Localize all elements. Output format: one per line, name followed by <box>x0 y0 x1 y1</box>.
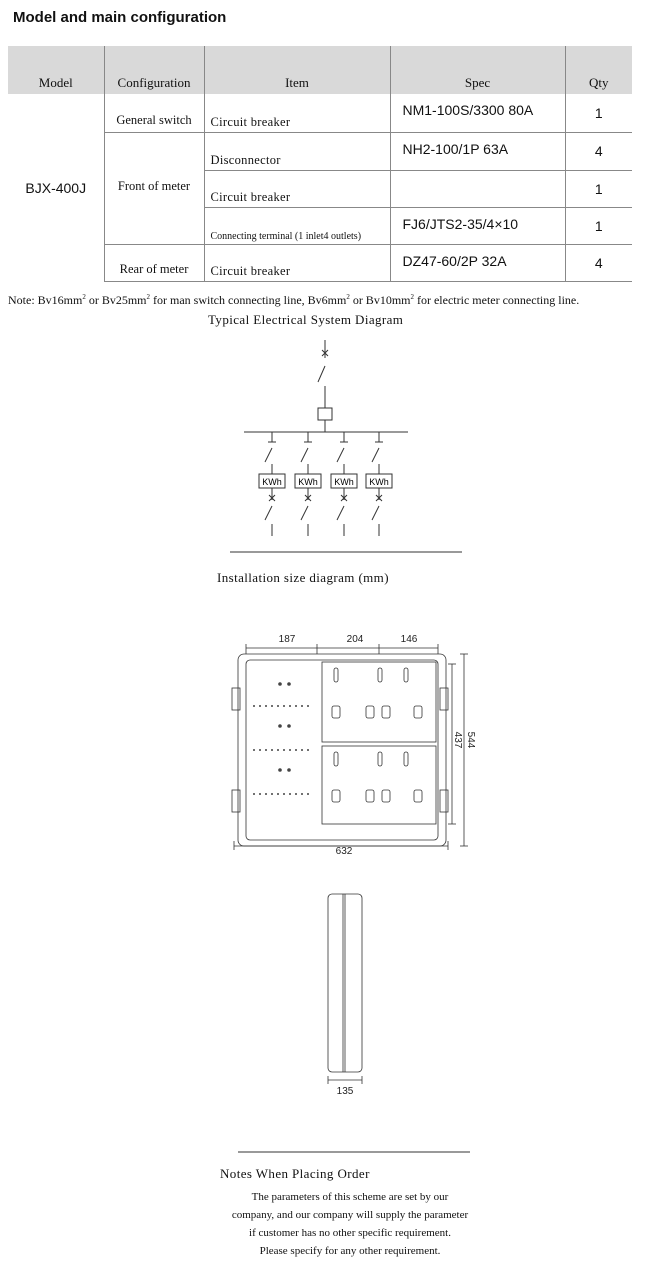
header-spec: Spec <box>390 46 566 94</box>
table-row: Front of meter Disconnector NH2-100/1P 6… <box>8 132 632 245</box>
config-cell: Front of meter <box>104 132 205 245</box>
kwh-meter-label: KWh <box>369 477 389 487</box>
installation-size-diagram: 187 204 146 632 437 544 <box>231 634 476 857</box>
spec-cell: NM1-100S/3300 80A <box>390 94 566 133</box>
kwh-meter-label: KWh <box>334 477 354 487</box>
dim-height-outer: 544 <box>465 732 476 749</box>
spec-cell: NH2-100/1P 63A <box>390 132 566 171</box>
table-row: Rear of meter Circuit breaker DZ47-60/2P… <box>8 244 632 282</box>
item-cell: Circuit breaker <box>204 170 391 208</box>
order-line: The parameters of this scheme are set by… <box>251 1191 449 1203</box>
model-cell: BJX-400J <box>8 94 105 281</box>
system-diagram-title: Typical Electrical System Diagram <box>208 312 404 327</box>
wiring-note: Note: Bv16mm2 or Bv25mm2 for man switch … <box>8 293 580 307</box>
spec-cell: DZ47-60/2P 32A <box>390 244 566 282</box>
spec-cell: FJ6/JTS2-35/4×10 <box>390 207 566 245</box>
qty-cell: 1 <box>565 170 632 208</box>
item-cell: Circuit breaker <box>204 94 391 133</box>
kwh-meter-box <box>330 473 358 489</box>
table-row: BJX-400J General switch Circuit breaker … <box>8 94 632 281</box>
dim-top-left: 187 <box>279 634 296 645</box>
qty-cell: 1 <box>565 207 632 245</box>
order-line: company, and our company will supply the… <box>231 1209 469 1221</box>
header-qty: Qty <box>565 46 632 94</box>
order-line: if customer has no other specific requir… <box>249 1227 451 1239</box>
item-cell: Circuit breaker <box>204 244 391 282</box>
kwh-meter-label: KWh <box>298 477 318 487</box>
kwh-meter-box <box>258 473 286 489</box>
dim-top-right: 146 <box>401 634 418 645</box>
table-row: Circuit breaker 1 <box>8 170 632 208</box>
side-view-diagram: 135 <box>238 893 470 1153</box>
qty-cell: 4 <box>565 244 632 282</box>
order-line: Please specify for any other requirement… <box>259 1245 441 1257</box>
item-cell: Connecting terminal (1 inlet4 outlets) <box>204 207 391 245</box>
order-notes-body: The parameters of this scheme are set by… <box>220 1188 480 1260</box>
table-row: Connecting terminal (1 inlet4 outlets) F… <box>8 207 632 245</box>
item-cell: Disconnector <box>204 132 391 171</box>
dim-width: 632 <box>336 846 353 857</box>
electrical-system-diagram: KWh KWh KWh KWh <box>230 340 462 553</box>
page-title: Model and main configuration <box>13 9 227 26</box>
kwh-meter-box <box>294 473 322 489</box>
order-notes-title: Notes When Placing Order <box>220 1166 370 1181</box>
kwh-meter-label: KWh <box>262 477 282 487</box>
configuration-table: Model Configuration Item Spec Qty BJX-40… <box>8 46 632 282</box>
spec-cell <box>390 170 566 208</box>
qty-cell: 1 <box>565 94 632 133</box>
dim-height-inner: 437 <box>452 732 463 749</box>
table-header-row: Model Configuration Item Spec Qty <box>8 46 632 94</box>
installation-title: Installation size diagram (mm) <box>217 570 389 585</box>
header-configuration: Configuration <box>104 46 205 94</box>
kwh-meter-box <box>365 473 393 489</box>
dim-depth: 135 <box>337 1086 354 1097</box>
qty-cell: 4 <box>565 132 632 171</box>
config-cell: Rear of meter <box>104 244 205 282</box>
header-model: Model <box>8 46 105 94</box>
dim-top-mid: 204 <box>347 634 364 645</box>
header-item: Item <box>204 46 391 94</box>
config-cell: General switch <box>104 94 205 133</box>
